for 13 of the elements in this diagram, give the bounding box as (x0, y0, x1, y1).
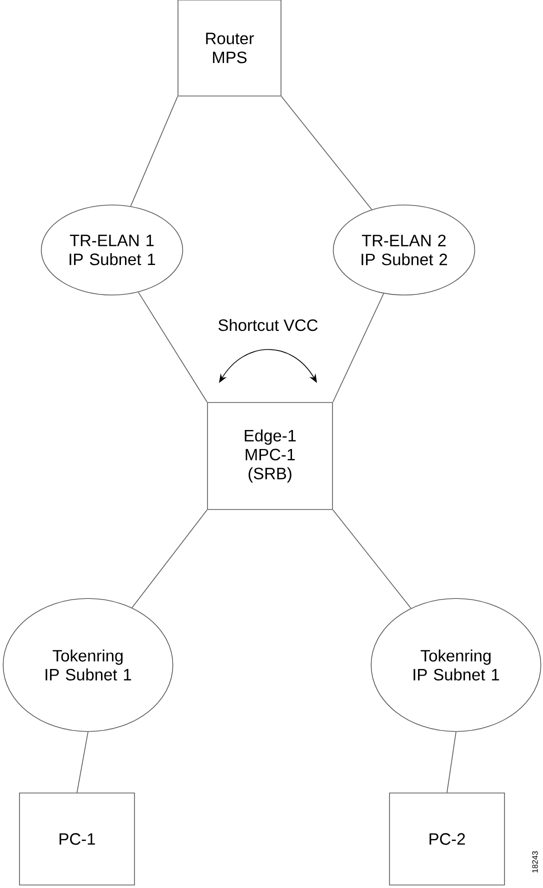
connection-line (332, 293, 384, 402)
connection-line (130, 96, 178, 207)
edge-device-box: Edge-1 MPC-1 (SRB) (207, 402, 333, 510)
connection-line (446, 732, 456, 793)
connection-line (76, 732, 88, 793)
router-box: Router MPS (178, 0, 282, 96)
connection-line (281, 96, 372, 210)
connection-line (332, 510, 412, 609)
arrow-label: Shortcut VCC (218, 318, 318, 332)
pc-box: PC-2 (389, 792, 505, 886)
connection-line (132, 510, 208, 608)
connection-line (138, 292, 208, 402)
pc-box: PC-1 (19, 792, 135, 886)
